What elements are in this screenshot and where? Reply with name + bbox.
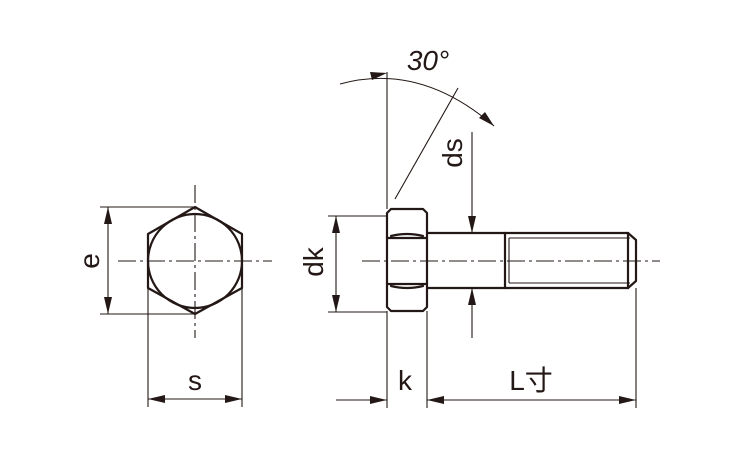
bolt-head: [385, 207, 429, 313]
dimension-dk: dk: [298, 215, 387, 313]
head-face-arc-bottom: [389, 284, 425, 290]
label-L: L寸: [509, 365, 553, 396]
label-dk: dk: [298, 246, 329, 277]
head-face-arc-top: [389, 232, 425, 238]
dimension-k: k: [336, 311, 445, 408]
label-ds: ds: [437, 138, 468, 168]
label-e: e: [74, 253, 105, 269]
dimension-s: s: [147, 288, 243, 407]
dimension-L: L寸: [427, 288, 637, 408]
dimension-ds: ds: [437, 132, 476, 338]
angle-30: 30°: [339, 45, 495, 209]
label-k: k: [398, 365, 413, 396]
label-s: s: [188, 365, 202, 396]
bolt-side-view: [362, 207, 660, 313]
hex-head-end-view: [118, 185, 272, 338]
label-angle: 30°: [407, 45, 449, 76]
